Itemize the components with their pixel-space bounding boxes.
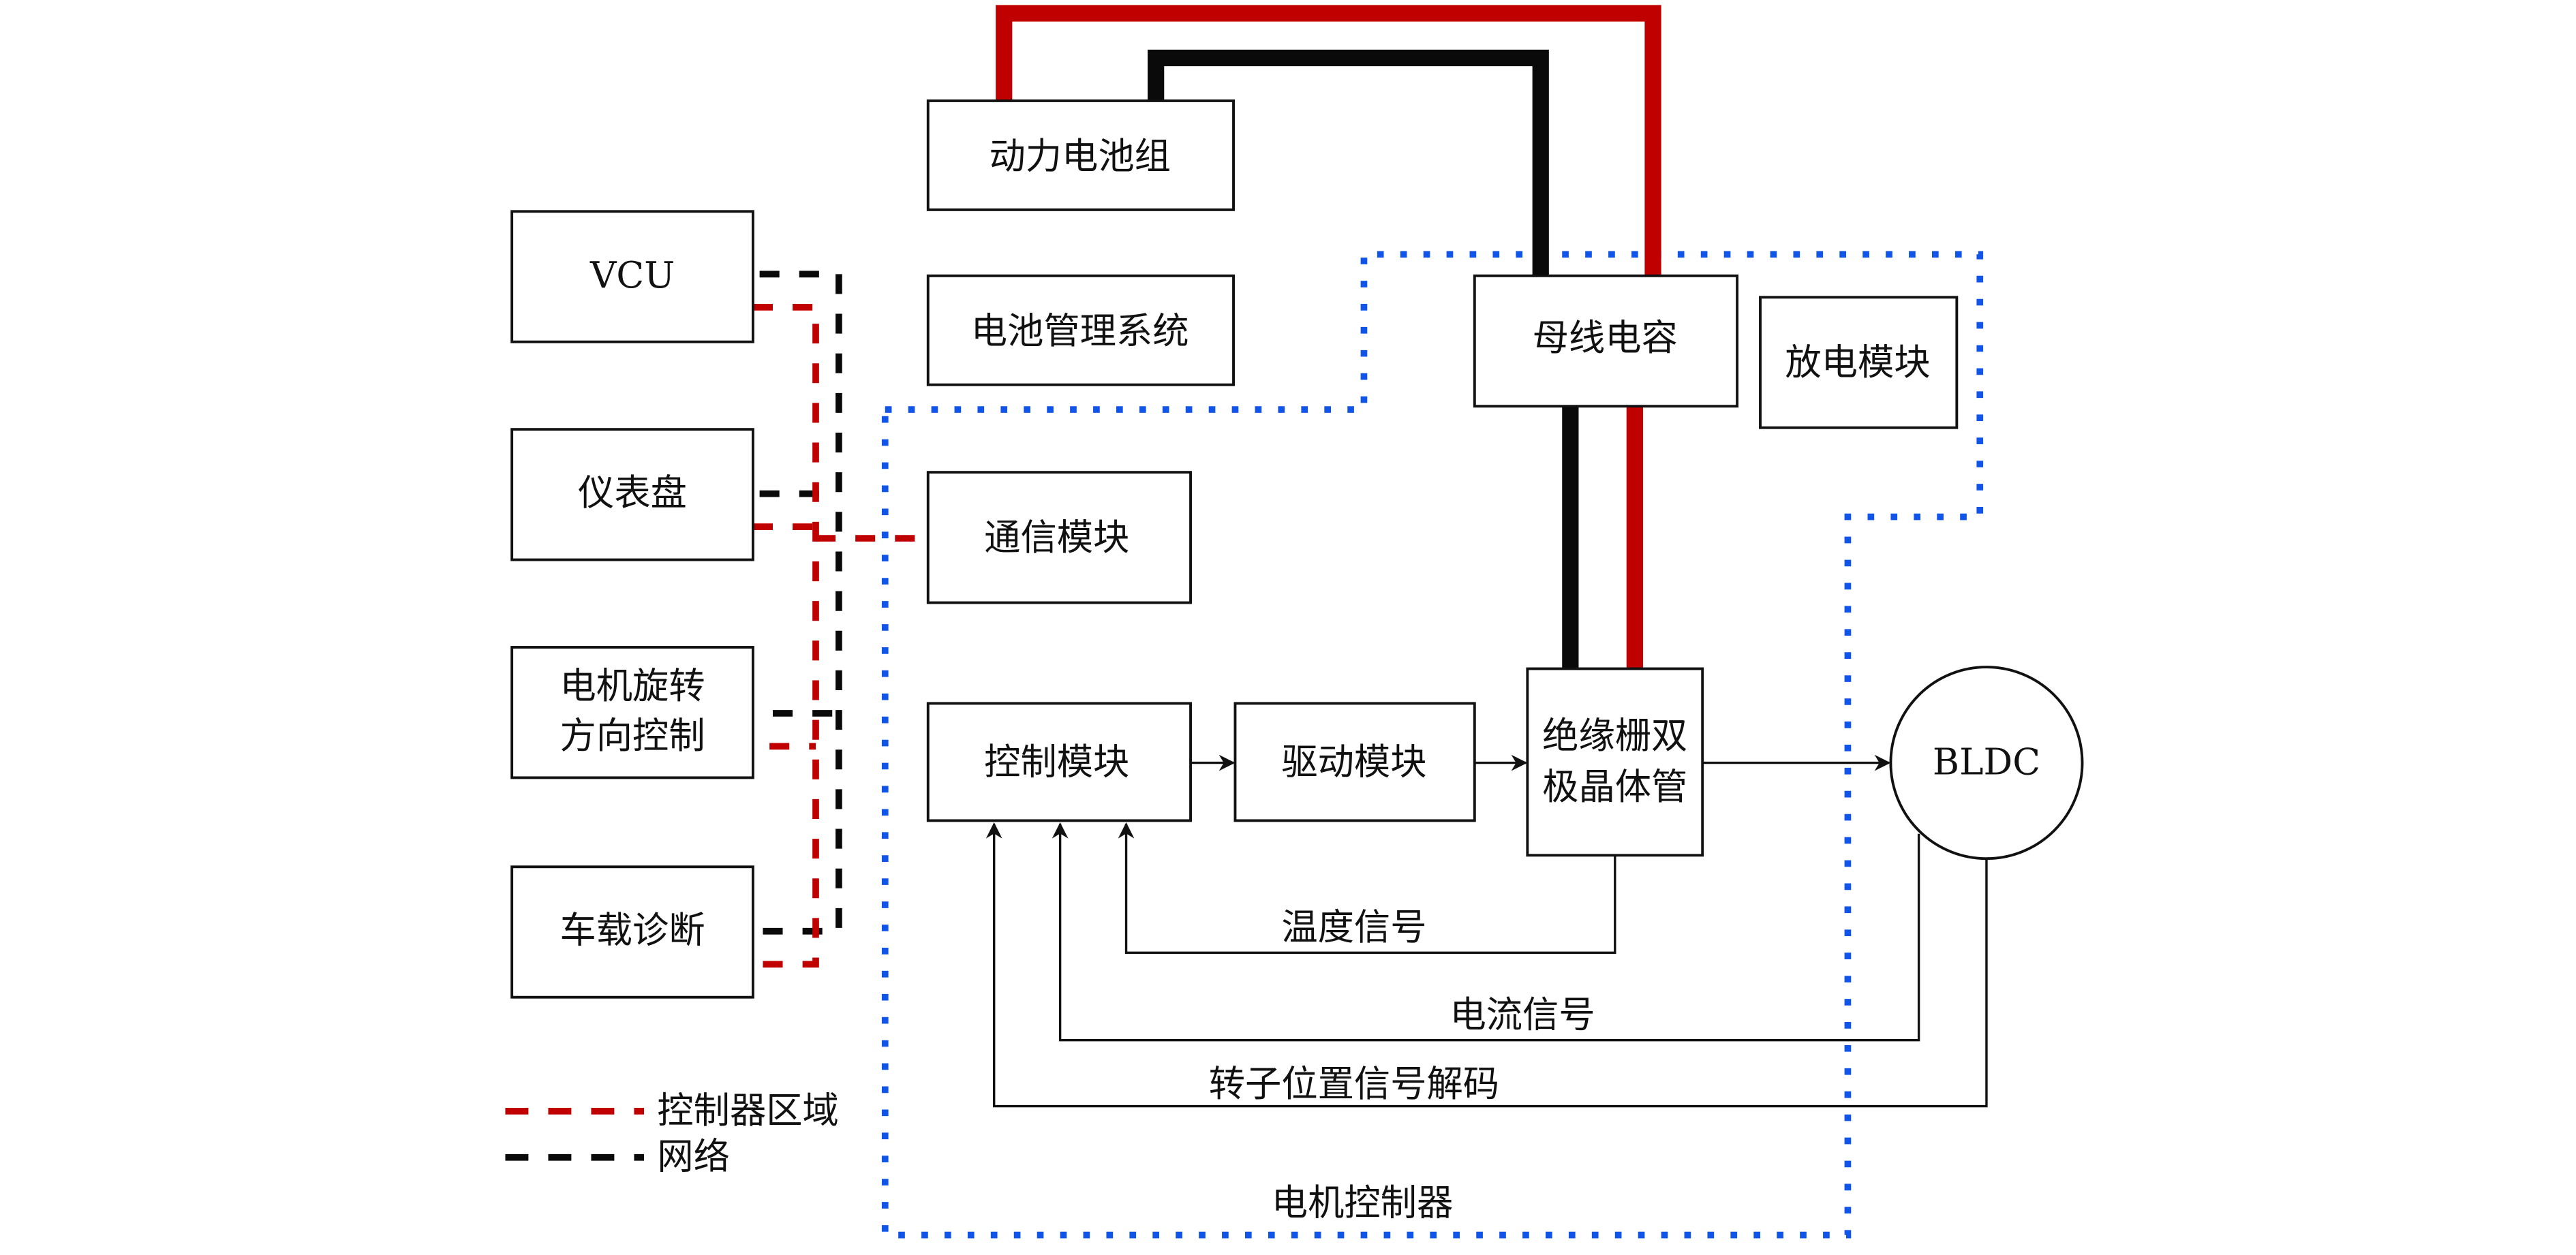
- discharge-module-label: 放电模块: [1785, 341, 1930, 384]
- motor-direction-label-2: 方向控制: [559, 715, 705, 757]
- igbt-label-1: 绝缘栅双: [1542, 715, 1687, 757]
- current-signal-label: 电流信号: [1450, 993, 1595, 1036]
- motor-direction-label-1: 电机旋转: [559, 665, 705, 707]
- network-lines: [752, 270, 842, 935]
- vcu-box[interactable]: [510, 210, 754, 343]
- onboard-diagnostics-box[interactable]: [510, 865, 754, 999]
- dashboard-label: 仪表盘: [578, 472, 687, 514]
- discharge-module-box[interactable]: [1759, 296, 1959, 429]
- bus-capacitor-label: 母线电容: [1533, 317, 1678, 359]
- legend: 控制器区域 网络: [505, 1089, 839, 1178]
- temperature-feedback-line: [1118, 822, 1616, 954]
- bldc-label: BLDC: [1933, 741, 2040, 784]
- motor-controller-label: 电机控制器: [1272, 1182, 1453, 1224]
- power-cable-positive: [996, 5, 1661, 276]
- rotor-position-feedback-line: [985, 822, 1988, 1108]
- igbt-box[interactable]: [1526, 667, 1704, 857]
- vcu-label: VCU: [589, 254, 675, 296]
- legend-label-network: 网络: [657, 1136, 730, 1178]
- controller-area-lines: [752, 303, 925, 968]
- igbt-label-2: 极晶体管: [1542, 766, 1687, 808]
- comm-module-box[interactable]: [926, 471, 1192, 604]
- bms-box[interactable]: [926, 274, 1235, 386]
- comm-module-label: 通信模块: [984, 516, 1129, 559]
- power-cable-negative: [1148, 49, 1549, 276]
- control-module-label: 控制模块: [984, 741, 1129, 784]
- temperature-signal-label: 温度信号: [1281, 906, 1426, 948]
- current-feedback-line: [1052, 822, 1920, 1042]
- drive-module-label: 驱动模块: [1281, 741, 1426, 784]
- legend-label-controller-area: 控制器区域: [657, 1089, 838, 1132]
- battery-pack-label: 动力电池组: [989, 135, 1170, 177]
- bus-capacitor-box[interactable]: [1473, 274, 1739, 408]
- dashboard-box[interactable]: [510, 428, 754, 561]
- battery-pack-box[interactable]: [926, 99, 1235, 211]
- onboard-diagnostics-label: 车载诊断: [559, 910, 705, 952]
- rotor-position-signal-label: 转子位置信号解码: [1209, 1063, 1499, 1105]
- drive-module-box[interactable]: [1233, 702, 1476, 822]
- motor-direction-box[interactable]: [510, 646, 754, 779]
- control-module-box[interactable]: [926, 702, 1192, 822]
- bms-label: 电池管理系统: [971, 310, 1189, 352]
